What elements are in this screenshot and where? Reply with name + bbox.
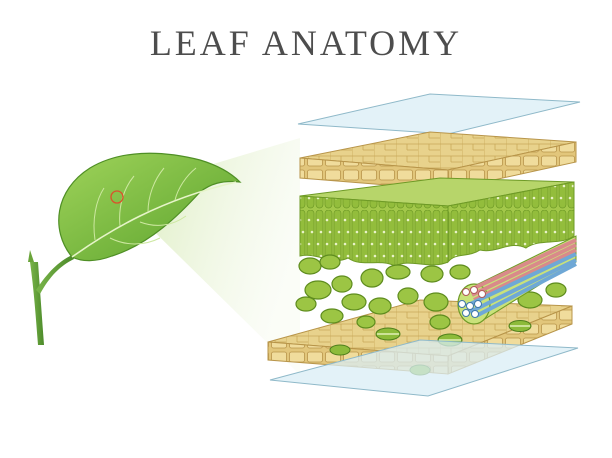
leaf bbox=[58, 152, 242, 262]
xylem bbox=[465, 252, 577, 318]
stem bbox=[28, 250, 74, 345]
upper-cuticle bbox=[297, 93, 581, 135]
lower-cuticle bbox=[269, 339, 579, 397]
spongy-mesophyll bbox=[295, 254, 567, 330]
guard-cell bbox=[329, 344, 351, 356]
magnified-spot bbox=[110, 190, 124, 204]
diagram-title: LEAF ANATOMY bbox=[149, 23, 463, 63]
phloem bbox=[469, 238, 577, 302]
vascular-bundle bbox=[457, 235, 577, 325]
palisade-mesophyll bbox=[299, 177, 575, 267]
